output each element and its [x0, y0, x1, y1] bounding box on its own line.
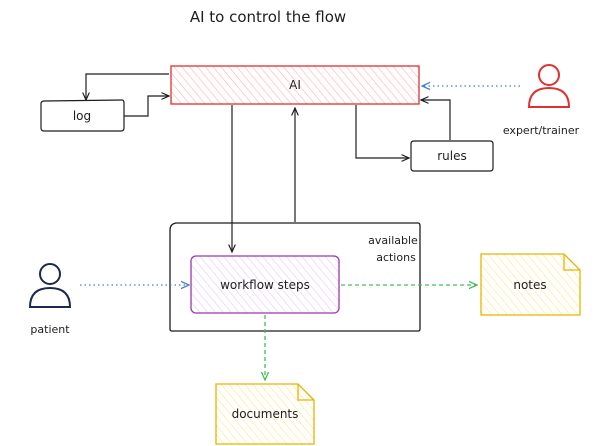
arrow-log-to-ai	[124, 96, 169, 117]
available-actions-label-line2: actions	[376, 251, 416, 264]
arrow-ai-to-rules	[355, 105, 409, 158]
workflow-steps-label: workflow steps	[220, 278, 310, 292]
notes-node: notes	[480, 253, 581, 316]
ai-node: AI	[170, 65, 420, 105]
ai-label: AI	[289, 78, 301, 92]
rules-label: rules	[437, 149, 467, 163]
workflow-steps-node: workflow steps	[190, 255, 340, 314]
log-label: log	[73, 109, 91, 123]
arrow-rules-to-ai	[421, 100, 451, 140]
log-node: log	[40, 99, 125, 132]
rules-node: rules	[410, 140, 494, 172]
expert-person-icon	[527, 64, 571, 108]
patient-label: patient	[30, 323, 70, 336]
arrow-ai-to-log	[86, 73, 169, 100]
available-actions-label-line1: available	[368, 234, 418, 247]
documents-node: documents	[215, 383, 315, 445]
diagram-title: AI to control the flow	[190, 8, 346, 26]
notes-label: notes	[513, 278, 546, 292]
documents-label: documents	[232, 407, 299, 421]
patient-person-icon	[28, 263, 72, 308]
expert-label: expert/trainer	[503, 124, 580, 137]
